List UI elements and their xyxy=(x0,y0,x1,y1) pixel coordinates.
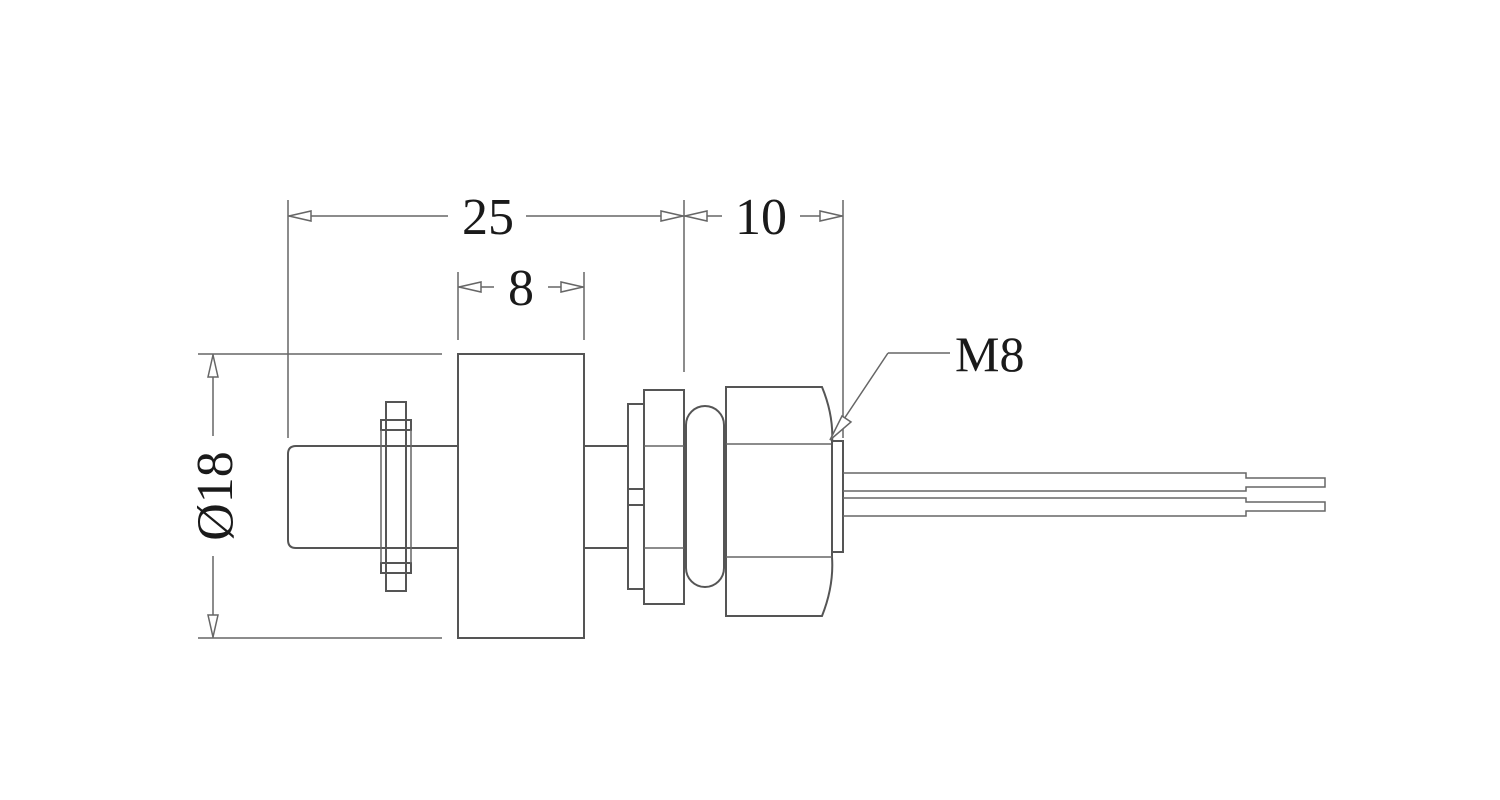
overall-length-label: 25 xyxy=(462,189,514,246)
leader-thread: M8 xyxy=(829,326,1024,441)
float-length-label: 8 xyxy=(508,260,534,317)
lead-wires xyxy=(843,472,1326,517)
float xyxy=(457,353,585,639)
flange xyxy=(627,389,685,605)
dimension-overall-length: 25 xyxy=(287,189,685,438)
thread-length-label: 10 xyxy=(735,189,787,246)
dimension-diameter: Ø18 xyxy=(187,353,442,639)
diameter-label: Ø18 xyxy=(187,451,244,541)
hex-nut xyxy=(725,386,834,617)
stem-right xyxy=(584,445,628,549)
dimension-thread-length: 10 xyxy=(684,189,844,438)
stem xyxy=(287,445,458,549)
stop-collar xyxy=(380,401,412,592)
sensor-body xyxy=(287,353,1326,639)
thread-end xyxy=(831,440,844,553)
o-ring xyxy=(685,405,725,588)
thread-label: M8 xyxy=(955,326,1024,382)
dimension-float-length: 8 xyxy=(457,260,585,340)
